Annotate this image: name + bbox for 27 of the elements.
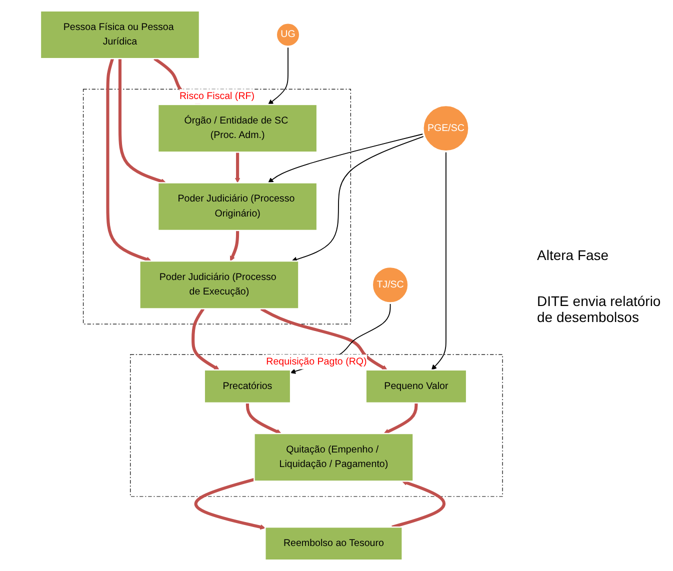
arrow: [260, 307, 388, 370]
node-circle: UG: [275, 22, 301, 48]
arrow: [234, 152, 240, 183]
node-box: Poder Judiciário (Processo de Execução): [139, 260, 300, 310]
arrow: [192, 308, 220, 370]
note-text: Altera Fase: [537, 246, 610, 262]
arrow: [106, 58, 152, 262]
note-text: DITE envia relatório de desembolsos: [537, 292, 662, 324]
arrow: [246, 402, 282, 434]
arrow: [431, 150, 446, 370]
node-box: Reembolso ao Tesouro: [264, 526, 403, 561]
arrow: [384, 402, 418, 434]
arrow: [292, 136, 425, 262]
node-box: Quitação (Empenho / Liquidação / Pagamento): [254, 432, 414, 482]
arrow: [392, 480, 446, 529]
node-box: Pessoa Física ou Pessoa Jurídica: [40, 10, 200, 60]
node-box: Pequeno Valor: [365, 369, 468, 404]
node-circle: PGE/SC: [422, 104, 470, 152]
arrow: [268, 133, 424, 183]
node-box: Poder Judiciário (Processo Originário): [157, 182, 318, 232]
arrow: [230, 230, 240, 262]
node-box: Órgão / Entidade de SC (Proc. Adm.): [157, 104, 318, 153]
arrow: [268, 46, 288, 105]
arrow: [194, 478, 266, 530]
arrow: [118, 58, 166, 184]
node-circle: TJ/SC: [371, 266, 410, 304]
node-box: Precatórios: [204, 369, 292, 404]
